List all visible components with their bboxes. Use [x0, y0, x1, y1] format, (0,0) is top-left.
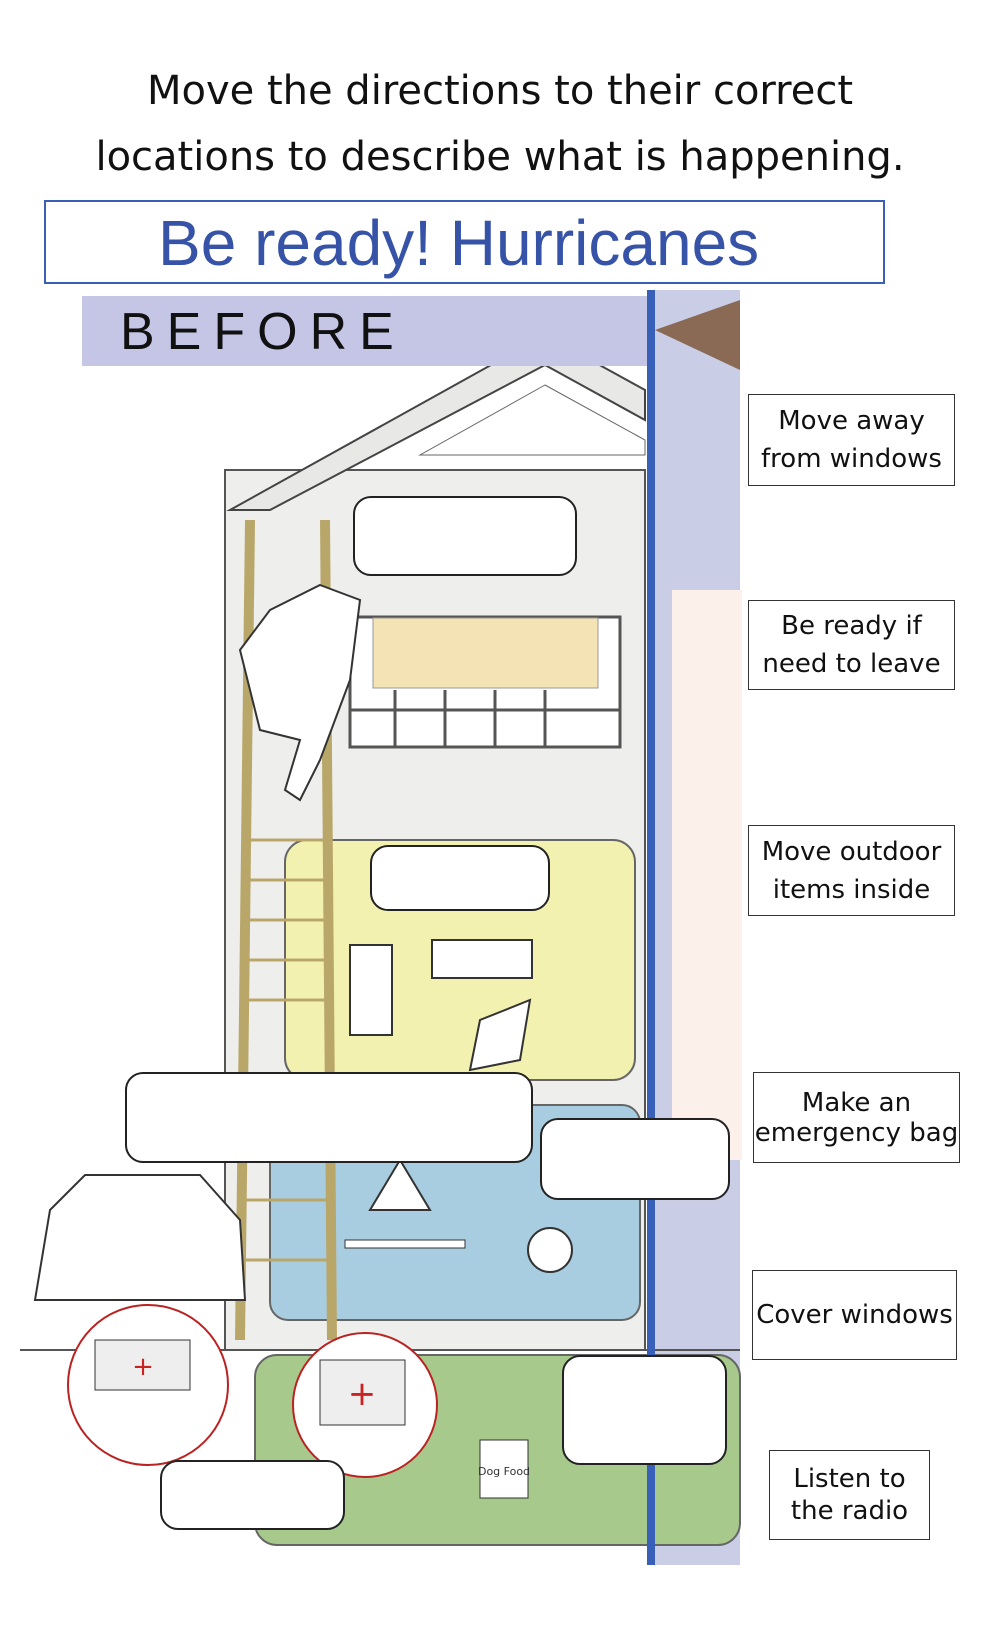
tv-icon [349, 944, 393, 1036]
svg-text:+: + [132, 1352, 154, 1382]
gable-vent [418, 384, 646, 456]
label-line: Move away [778, 406, 925, 436]
drop-target-bubble-5[interactable] [562, 1355, 727, 1465]
umbrella-icon [368, 1158, 432, 1211]
label-line: items inside [772, 874, 931, 905]
label-move-outdoor-items[interactable]: Move outdoor items inside [748, 825, 955, 916]
drop-target-bubble-6[interactable] [160, 1460, 345, 1530]
svg-text:+: + [348, 1374, 377, 1414]
label-move-away-from-windows[interactable]: Move away from windows [748, 394, 955, 486]
wall-panel [672, 590, 742, 1160]
label-line: need to leave [762, 649, 941, 679]
divider-line [647, 290, 655, 1565]
chair-icon [468, 998, 532, 1072]
label-line: Listen to [793, 1464, 906, 1494]
label-cover-windows[interactable]: Cover windows [752, 1270, 957, 1360]
dog-food-text: Dog Food [478, 1465, 530, 1478]
before-label: BEFORE [120, 303, 406, 361]
plywood-board [372, 617, 599, 689]
label-line: the radio [790, 1496, 909, 1526]
dog-food-bag [479, 1439, 529, 1499]
label-line: Be ready if [781, 611, 922, 641]
first-aid-kit-icon [94, 1339, 191, 1391]
banner-title: Be ready! Hurricanes [158, 207, 760, 279]
label-line: Move outdoor [761, 836, 942, 867]
drop-target-bubble-4[interactable] [540, 1118, 730, 1200]
title-banner: Be ready! Hurricanes [44, 200, 885, 284]
man-on-ladder [238, 583, 362, 802]
radio-icon [431, 939, 533, 979]
label-line: emergency bag [754, 1117, 959, 1148]
label-line: from windows [761, 444, 942, 474]
instructions-line-2: locations to describe what is happening. [95, 134, 905, 180]
drop-target-bubble-1[interactable] [353, 496, 577, 576]
label-line: Make an [801, 1087, 912, 1118]
drop-target-bubble-3[interactable] [125, 1072, 533, 1163]
instructions: Move the directions to their correct loc… [0, 58, 1000, 190]
instructions-line-1: Move the directions to their correct [146, 68, 854, 114]
car-icon [33, 1174, 247, 1301]
before-band: BEFORE [82, 296, 647, 366]
supplies-kit-icon [319, 1359, 406, 1426]
grill-icon [527, 1227, 573, 1273]
label-be-ready-to-leave[interactable]: Be ready if need to leave [748, 600, 955, 690]
table-icon [344, 1239, 466, 1249]
tree-branch [655, 300, 740, 370]
drop-target-bubble-2[interactable] [370, 845, 550, 911]
label-line: Cover windows [756, 1300, 953, 1330]
